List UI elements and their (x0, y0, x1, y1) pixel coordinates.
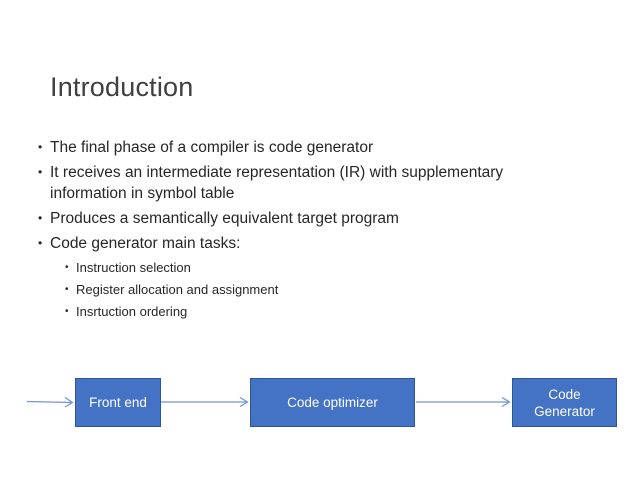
sub-bullet-item: • Insrtuction ordering (65, 302, 568, 321)
bullet-item: • The final phase of a compiler is code … (38, 137, 568, 158)
bullet-marker: • (38, 236, 43, 250)
bullet-item: • It receives an intermediate representa… (38, 162, 568, 204)
bullet-text: Code generator main tasks: (50, 235, 241, 252)
bullet-text: Produces a semantically equivalent targe… (50, 210, 399, 227)
bullet-text: The final phase of a compiler is code ge… (50, 139, 374, 156)
bullet-item: • Code generator main tasks: (38, 233, 568, 254)
flow-arrow-icon (416, 396, 511, 408)
diagram-box-front-end: Front end (75, 378, 161, 427)
sub-bullet-text: Instruction selection (76, 260, 191, 275)
bullet-marker: • (38, 211, 43, 225)
flow-arrow-icon (26, 396, 74, 408)
diagram-box-code-optimizer: Code optimizer (250, 378, 415, 427)
bullet-marker: • (65, 284, 69, 295)
sub-bullet-text: Register allocation and assignment (76, 282, 279, 297)
bullet-marker: • (65, 262, 69, 273)
bullet-marker: • (65, 306, 69, 317)
page-title: Introduction (50, 72, 194, 103)
sub-bullet-item: • Instruction selection (65, 258, 568, 277)
bullet-list: • The final phase of a compiler is code … (38, 137, 568, 324)
box-label: Code Generator (534, 386, 595, 419)
box-label: Front end (89, 395, 147, 410)
bullet-marker: • (38, 165, 43, 179)
flow-arrow-icon (161, 396, 249, 408)
sub-bullet-text: Insrtuction ordering (76, 304, 188, 319)
sub-bullet-item: • Register allocation and assignment (65, 280, 568, 299)
bullet-marker: • (38, 140, 43, 154)
bullet-item: • Produces a semantically equivalent tar… (38, 208, 568, 229)
diagram-box-code-generator: Code Generator (512, 378, 617, 427)
box-label: Code optimizer (287, 395, 378, 410)
bullet-text: It receives an intermediate representati… (50, 164, 504, 202)
